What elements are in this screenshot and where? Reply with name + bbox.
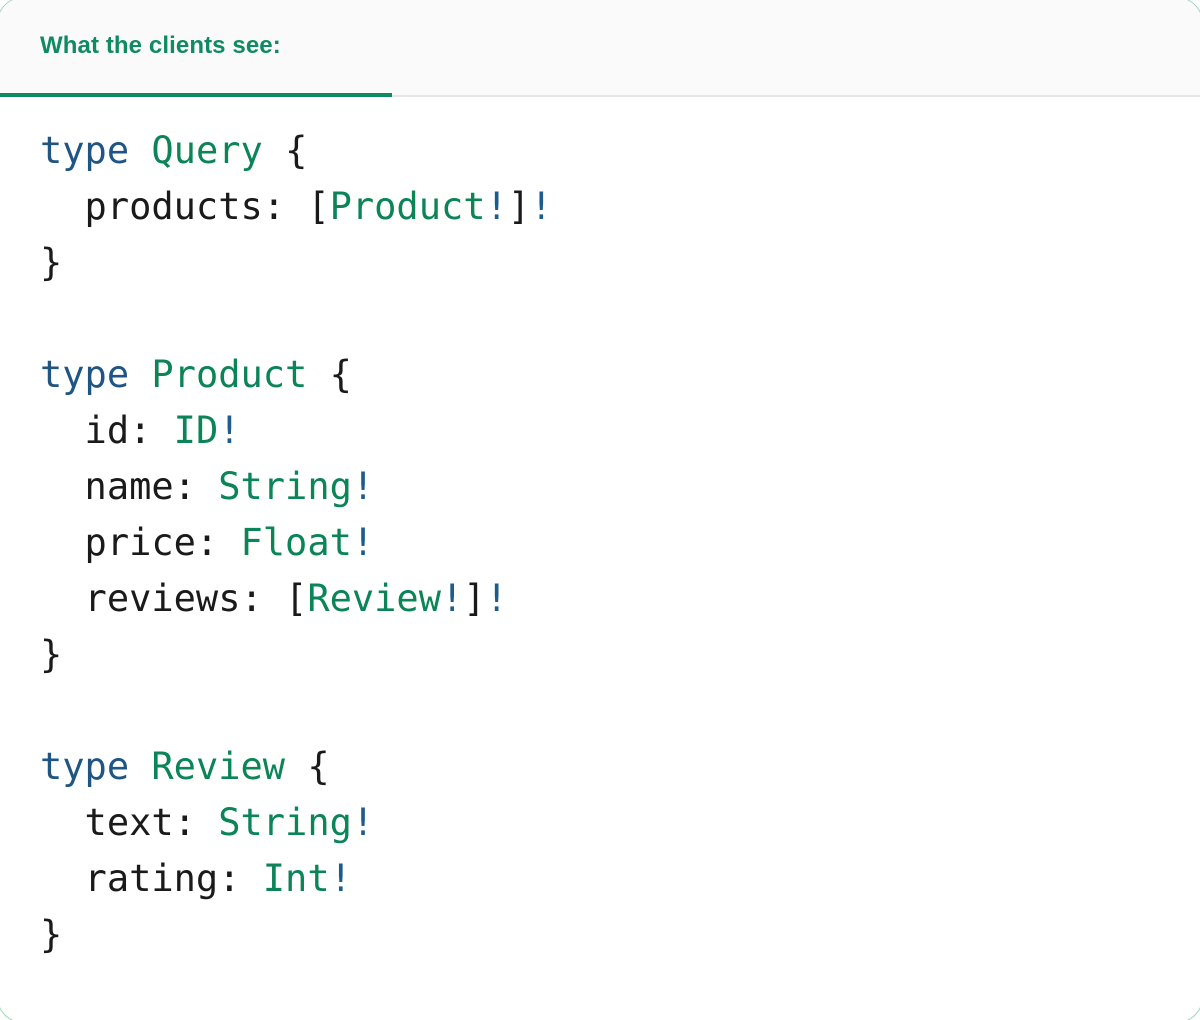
- tab-label: What the clients see:: [40, 31, 281, 59]
- code-line: id: ID!: [40, 403, 1200, 459]
- code-token-punct: [: [307, 185, 330, 228]
- code-line: }: [40, 627, 1200, 683]
- code-token-bang: !: [485, 577, 508, 620]
- code-token-punct: [263, 129, 285, 172]
- code-line: price: Float!: [40, 515, 1200, 571]
- tab-what-the-clients-see[interactable]: What the clients see:: [0, 0, 392, 97]
- code-token-type: Query: [151, 129, 263, 172]
- code-token-bang: !: [351, 521, 375, 564]
- code-token-punct: ]: [463, 577, 486, 620]
- code-token-bang: !: [440, 577, 464, 620]
- code-token-punct: [129, 745, 151, 788]
- code-token-punct: [285, 745, 307, 788]
- code-token-punct: }: [40, 241, 63, 284]
- code-token-punct: [307, 353, 329, 396]
- code-line: ​: [40, 291, 1200, 347]
- code-token-punct: }: [40, 633, 63, 676]
- code-line: }: [40, 235, 1200, 291]
- code-line: products: [Product!]!: [40, 179, 1200, 235]
- code-token-bang: !: [351, 465, 375, 508]
- code-token-punct: [263, 577, 285, 620]
- code-token-kw: type: [40, 129, 130, 172]
- code-line: ​: [40, 683, 1200, 739]
- code-token-punct: [196, 801, 218, 844]
- code-token-field: reviews:: [40, 577, 263, 620]
- code-token-bang: !: [485, 185, 508, 228]
- code-token-type: String: [218, 465, 352, 508]
- graphql-schema-code[interactable]: type Query { products: [Product!]!}​type…: [40, 123, 1200, 963]
- code-body: type Query { products: [Product!]!}​type…: [0, 97, 1200, 963]
- code-token-field: text:: [40, 801, 196, 844]
- code-token-punct: [218, 521, 240, 564]
- code-token-type: Float: [240, 521, 352, 564]
- code-token-punct: ]: [507, 185, 531, 228]
- code-token-type: ID: [173, 409, 219, 452]
- code-token-kw: type: [40, 745, 130, 788]
- code-token-type: String: [218, 801, 352, 844]
- code-line: }: [40, 907, 1200, 963]
- code-token-type: Review: [151, 745, 286, 788]
- code-token-bang: !: [530, 185, 553, 228]
- code-token-bang: !: [218, 409, 241, 452]
- code-token-punct: [240, 857, 262, 900]
- code-token-punct: [285, 185, 307, 228]
- code-token-kw: type: [40, 353, 130, 396]
- code-token-type: Product: [329, 185, 486, 228]
- code-token-field: id:: [40, 409, 152, 452]
- code-token-type: Review: [307, 577, 441, 620]
- code-token-punct: {: [329, 353, 352, 396]
- code-token-punct: [: [285, 577, 308, 620]
- code-token-type: Product: [151, 353, 308, 396]
- code-token-punct: [151, 409, 173, 452]
- code-line: type Product {: [40, 347, 1200, 403]
- code-line: name: String!: [40, 459, 1200, 515]
- code-line: type Review {: [40, 739, 1200, 795]
- code-token-field: price:: [40, 521, 219, 564]
- code-token-punct: [129, 353, 151, 396]
- code-token-bang: !: [329, 857, 352, 900]
- code-token-field: products:: [40, 185, 286, 228]
- tab-strip: What the clients see:: [0, 0, 1200, 97]
- code-token-punct: }: [40, 913, 63, 956]
- code-token-field: rating:: [40, 857, 241, 900]
- code-token-punct: {: [285, 129, 308, 172]
- code-token-field: name:: [40, 465, 196, 508]
- code-token-punct: {: [307, 745, 330, 788]
- code-token-punct: [196, 465, 218, 508]
- code-line: type Query {: [40, 123, 1200, 179]
- code-token-bang: !: [351, 801, 375, 844]
- code-token-type: Int: [262, 857, 330, 900]
- code-line: text: String!: [40, 795, 1200, 851]
- code-line: reviews: [Review!]!: [40, 571, 1200, 627]
- code-token-punct: [129, 129, 151, 172]
- code-line: rating: Int!: [40, 851, 1200, 907]
